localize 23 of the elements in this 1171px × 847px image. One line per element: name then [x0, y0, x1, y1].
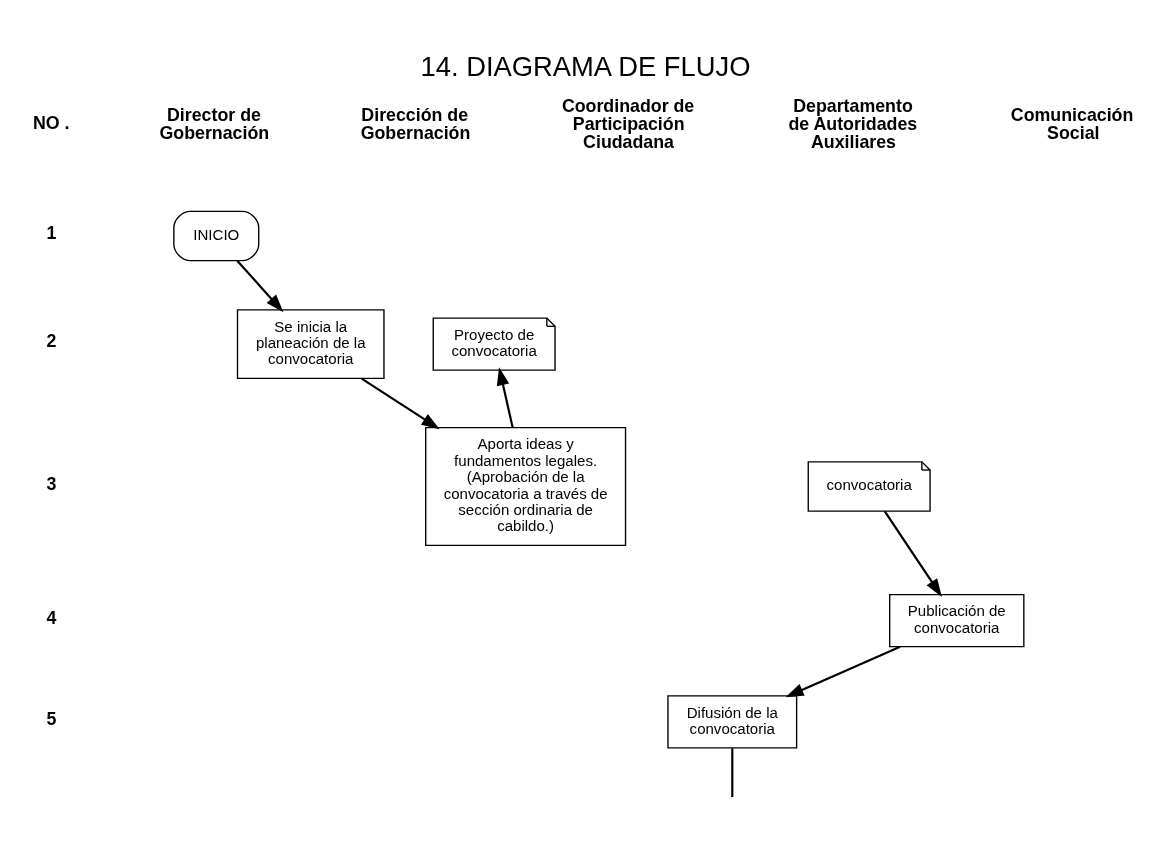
label: 5 — [46, 709, 57, 730]
diagram-title: 14. DIAGRAMA DE FLUJO — [420, 50, 751, 82]
node-box: Aporta ideas y fundamentos legales. (Aprobación de la convocatoria a través de sección ordinaria de cabildo.) — [425, 426, 627, 546]
label: 4 — [46, 607, 57, 628]
label: 1 — [46, 223, 57, 244]
arrow — [361, 377, 440, 430]
connector — [731, 748, 734, 798]
label: Departamento de Autoridades Auxiliares — [788, 95, 918, 152]
label: Coordinador de Participación Ciudadana — [561, 95, 695, 152]
label: 3 — [46, 473, 57, 494]
node-box: INICIO — [173, 210, 260, 262]
label: Director de Gobernación — [159, 104, 270, 143]
arrow — [883, 510, 942, 597]
label: Comunicación Social — [1010, 104, 1134, 143]
node-box: Se inicia la planeación de la convocatoria — [236, 309, 385, 379]
arrow — [236, 260, 284, 313]
arrow — [496, 367, 514, 428]
label: NO . — [32, 113, 70, 134]
node-box: Difusión de la convocatoria — [667, 695, 798, 749]
label: Dirección de Gobernación — [360, 104, 471, 143]
node-box: Publicación de convocatoria — [889, 593, 1025, 648]
arrow — [785, 645, 901, 698]
label: 2 — [46, 331, 57, 352]
